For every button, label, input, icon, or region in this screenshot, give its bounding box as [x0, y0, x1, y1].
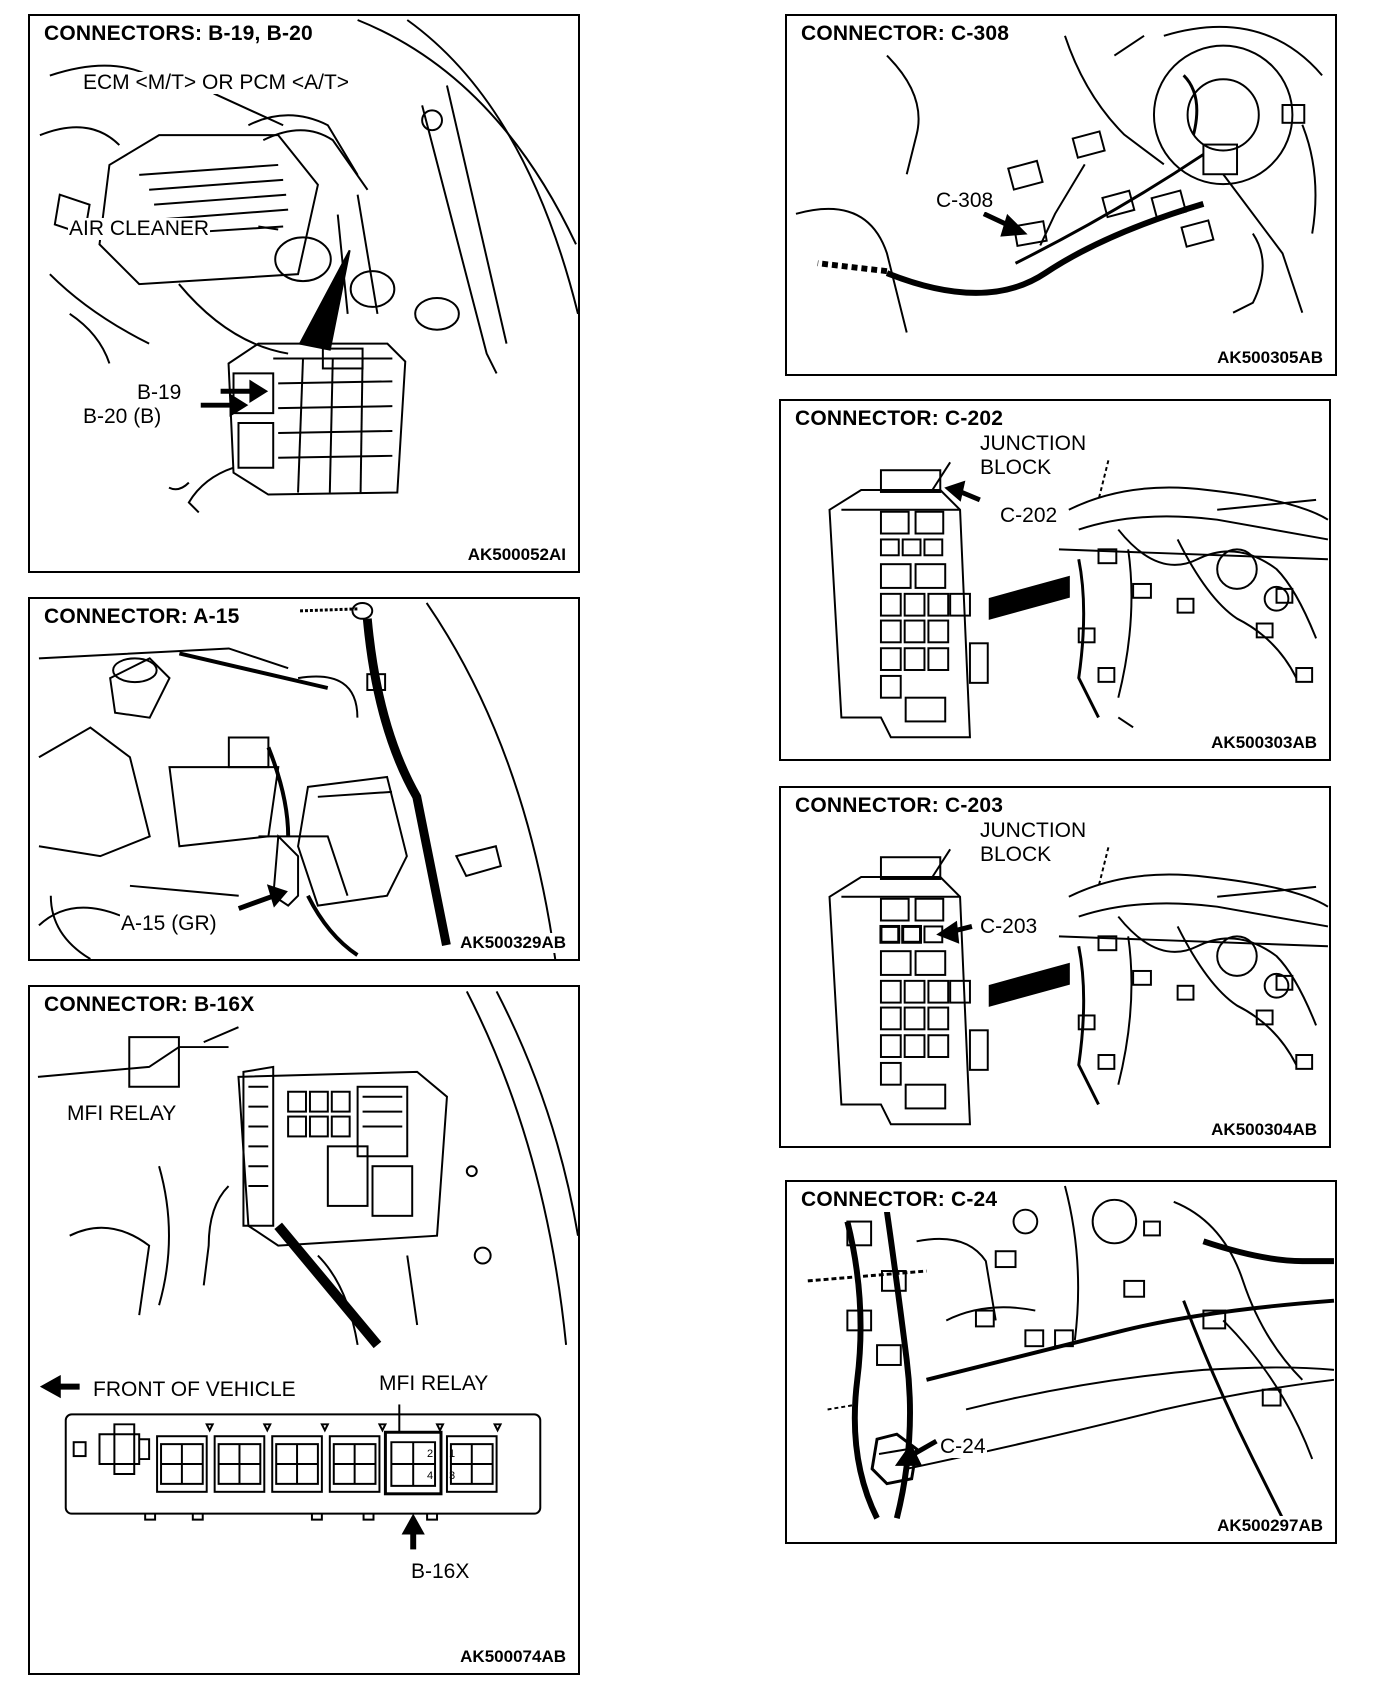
block-label: BLOCK: [980, 843, 1052, 866]
relay-box-illustration: [37, 991, 578, 1550]
figure-code: AK500304AB: [1209, 1120, 1319, 1140]
c24-label: C-24: [939, 1435, 987, 1459]
panel-a15: CONNECTOR: A-15 A-15 (GR) AK500329AB: [28, 597, 580, 961]
c308-label: C-308: [935, 189, 995, 213]
a15-label: A-15 (GR): [120, 912, 218, 936]
panel-title: CONNECTOR: C-308: [799, 22, 1012, 46]
c203-label: C-203: [979, 915, 1039, 939]
relay-pin-4: 4: [427, 1470, 434, 1482]
ecm-label: ECM <M/T> OR PCM <A/T>: [82, 71, 351, 95]
block-label: BLOCK: [980, 456, 1052, 479]
figure-code: AK500074AB: [458, 1647, 568, 1667]
c24-location-illustration: [807, 1185, 1335, 1520]
mfi-relay-top-label: MFI RELAY: [66, 1102, 178, 1126]
figure-code: AK500303AB: [1209, 733, 1319, 753]
front-of-vehicle-label: FRONT OF VEHICLE: [92, 1378, 297, 1402]
junction-block-c202-illustration: [828, 460, 1329, 739]
panel-b19-b20: CONNECTORS: B-19, B-20 ECM <M/T> OR PCM …: [28, 14, 580, 573]
figure-code: AK500297AB: [1215, 1516, 1325, 1536]
panel-c202: CONNECTOR: C-202 JUNCTION BLOCK C-202 AK…: [779, 399, 1331, 761]
figure-code: AK500329AB: [458, 933, 568, 953]
junction-label: JUNCTION: [980, 432, 1087, 455]
panel-c308: CONNECTOR: C-308 C-308 AK500305AB: [785, 14, 1337, 376]
b19-label: B-19: [136, 381, 183, 405]
engine-bay-illustration: [39, 19, 578, 514]
relay-pin-3: 3: [449, 1470, 456, 1482]
mfi-relay-bottom-label: MFI RELAY: [378, 1372, 490, 1396]
b16x-label: B-16X: [410, 1560, 471, 1584]
relay-pin-1: 1: [449, 1448, 456, 1460]
b20-label: B-20 (B): [82, 405, 163, 429]
panel-title: CONNECTOR: C-203: [793, 794, 1006, 818]
c202-label: C-202: [999, 504, 1059, 528]
junction-block-c203-illustration: [828, 847, 1329, 1126]
panel-title: CONNECTOR: B-16X: [42, 993, 257, 1017]
air-cleaner-label: AIR CLEANER: [68, 217, 211, 241]
panel-c203: CONNECTOR: C-203 JUNCTION BLOCK C-203 AK…: [779, 786, 1331, 1148]
panel-title: CONNECTORS: B-19, B-20: [42, 22, 315, 46]
a15-location-illustration: [38, 601, 557, 959]
relay-pin-2: 2: [427, 1448, 434, 1460]
relay-slots: [156, 1430, 498, 1496]
figure-code: AK500052AI: [465, 545, 568, 565]
figure-code: AK500305AB: [1215, 348, 1325, 368]
panel-title: CONNECTOR: A-15: [42, 605, 242, 629]
panel-title: CONNECTOR: C-202: [793, 407, 1006, 431]
steering-column-illustration: [795, 25, 1323, 333]
panel-c24: CONNECTOR: C-24 C-24 AK500297AB: [785, 1180, 1337, 1544]
panel-title: CONNECTOR: C-24: [799, 1188, 1000, 1212]
panel-b16x: CONNECTOR: B-16X MFI RELAY MFI RELAY FRO…: [28, 985, 580, 1675]
junction-label: JUNCTION: [980, 819, 1087, 842]
